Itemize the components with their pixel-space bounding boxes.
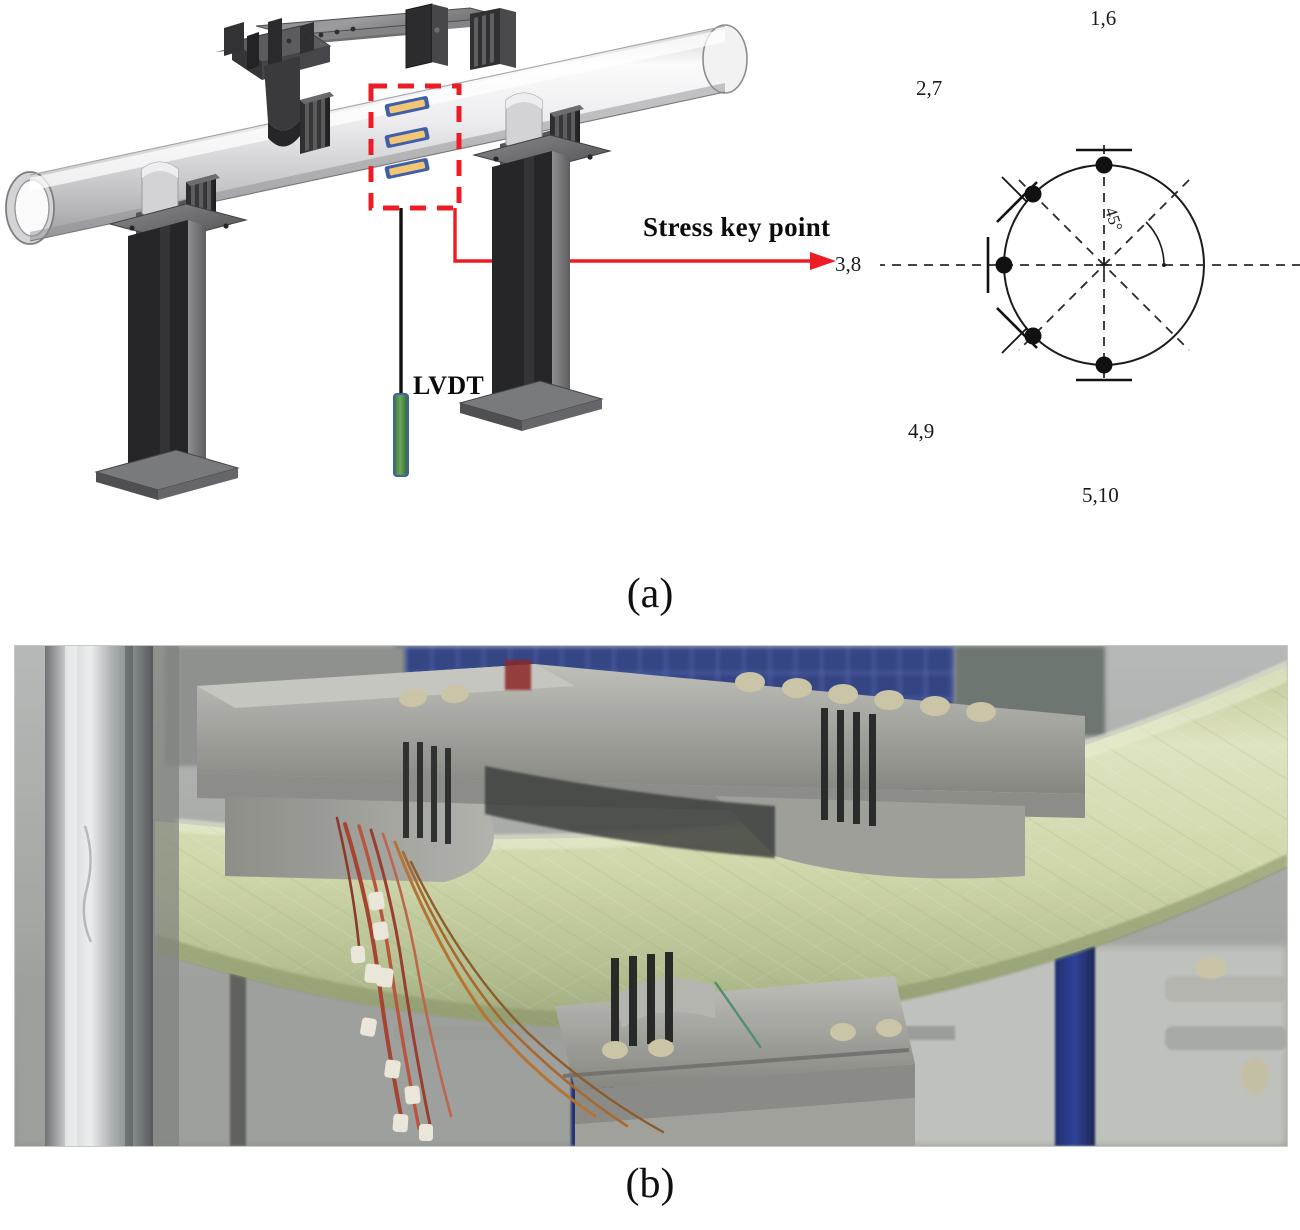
bolt-nuts-top [399,672,996,722]
support-column-left [94,161,248,500]
key-point-1-6 [1095,156,1113,174]
stress-key-point-leader [453,208,810,263]
key-point-4-9 [1024,327,1042,345]
concrete-saddle-support-right [555,952,915,1146]
radial-axes [860,145,1300,385]
lvdt-label: LVDT [413,371,485,400]
leader-lines [1001,176,1028,354]
caption-b: (b) [625,1161,675,1207]
clamp-rib-left [300,92,334,154]
label-3-8: 3,8 [835,252,862,276]
threaded-rods-right [821,708,876,826]
red-dashed-detail-box [368,83,462,211]
lvdt-assembly [393,208,409,477]
threaded-rods-left [403,742,451,844]
pipe-specimen [5,24,748,245]
label-5-10: 5,10 [1082,483,1119,507]
cross-section-diagram: 1,6 2,7 3,8 4,9 5,10 45° [835,0,1300,560]
cad-schematic [5,3,836,500]
cross-section-svg [860,145,1300,385]
angle-arc [1145,221,1165,266]
center-mark [1096,257,1112,273]
leader-arrowhead [810,252,836,270]
steel-reaction-column [45,646,153,1146]
key-point-3-8 [995,256,1013,274]
label-1-6: 1,6 [1090,6,1117,30]
strain-gauge-array [384,96,430,179]
bolt-nuts-lower [602,1019,902,1059]
stress-key-point-label: Stress key point [643,212,831,242]
key-point-5-10 [1095,356,1113,374]
label-2-7: 2,7 [916,76,943,100]
support-column-right [458,92,612,431]
test-setup-photograph [15,646,1287,1146]
wire-clips [350,891,433,1141]
panel-b-photo [14,645,1288,1147]
concrete-saddle-support-left [197,660,1085,882]
sensor-lead-wire [714,981,762,1049]
threaded-rods-lower [611,952,673,1048]
key-point-2-7 [1024,185,1042,203]
label-4-9: 4,9 [908,419,935,443]
loading-clamp-right [470,8,516,70]
point-ticks [986,148,1132,382]
caption-a: (a) [626,571,674,617]
far-right-support [1165,957,1287,1094]
panel-a: Stress key point LVDT [0,0,1300,560]
